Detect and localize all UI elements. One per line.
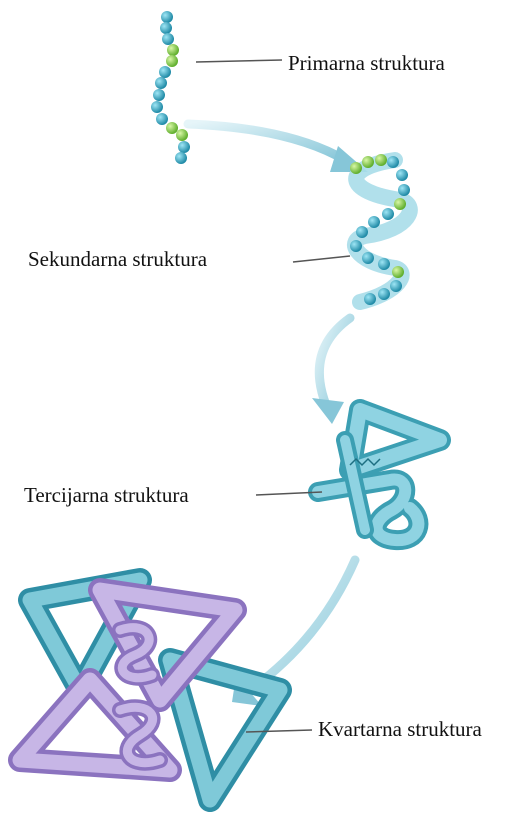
label-secondary-structure: Sekundarna struktura [28, 249, 207, 270]
tertiary-structure-fold [318, 410, 440, 540]
label-tertiary-structure: Tercijarna struktura [24, 485, 189, 506]
label-quaternary-structure: Kvartarna struktura [318, 719, 482, 740]
secondary-leader-line [293, 256, 350, 262]
quaternary-structure-complex [20, 580, 280, 800]
arrow-secondary-to-tertiary [312, 318, 350, 424]
secondary-structure-helix [350, 154, 410, 305]
primary-leader-line [196, 60, 282, 62]
primary-structure-chain [151, 11, 190, 164]
arrow-primary-to-secondary [188, 124, 368, 172]
label-primary-structure: Primarna struktura [288, 53, 445, 74]
